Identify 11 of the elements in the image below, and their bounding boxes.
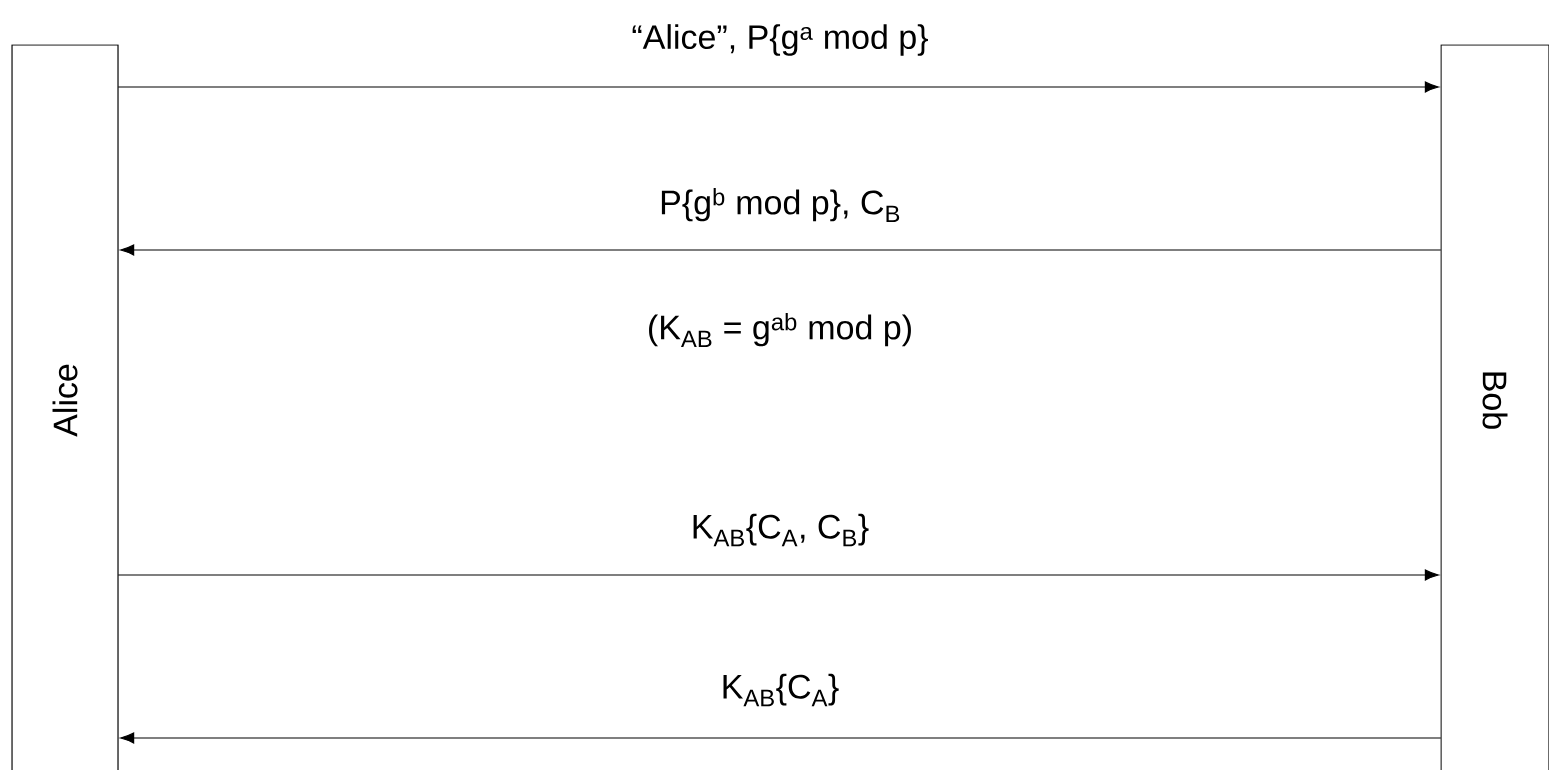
message-label: P{g$^{b}$ mod p}, C$_{B}$ <box>657 185 903 225</box>
lifeline-box: Bob <box>1440 44 1549 770</box>
note-text: (K$_{AB}$ = g$^{ab}$ mod p) <box>649 312 911 348</box>
message-label: K$_{AB}${C$_{A}$} <box>718 671 842 709</box>
arrow <box>117 569 1439 581</box>
message-label: K$_{AB}${C$_{A}$, C$_{B}$} <box>688 511 872 549</box>
arrow <box>120 732 1442 744</box>
lifeline-box: Alice <box>11 44 119 770</box>
arrow <box>120 244 1442 256</box>
arrow <box>117 81 1439 93</box>
message-label: “Alice”, P{g$^{a}$ mod p} <box>629 22 931 58</box>
